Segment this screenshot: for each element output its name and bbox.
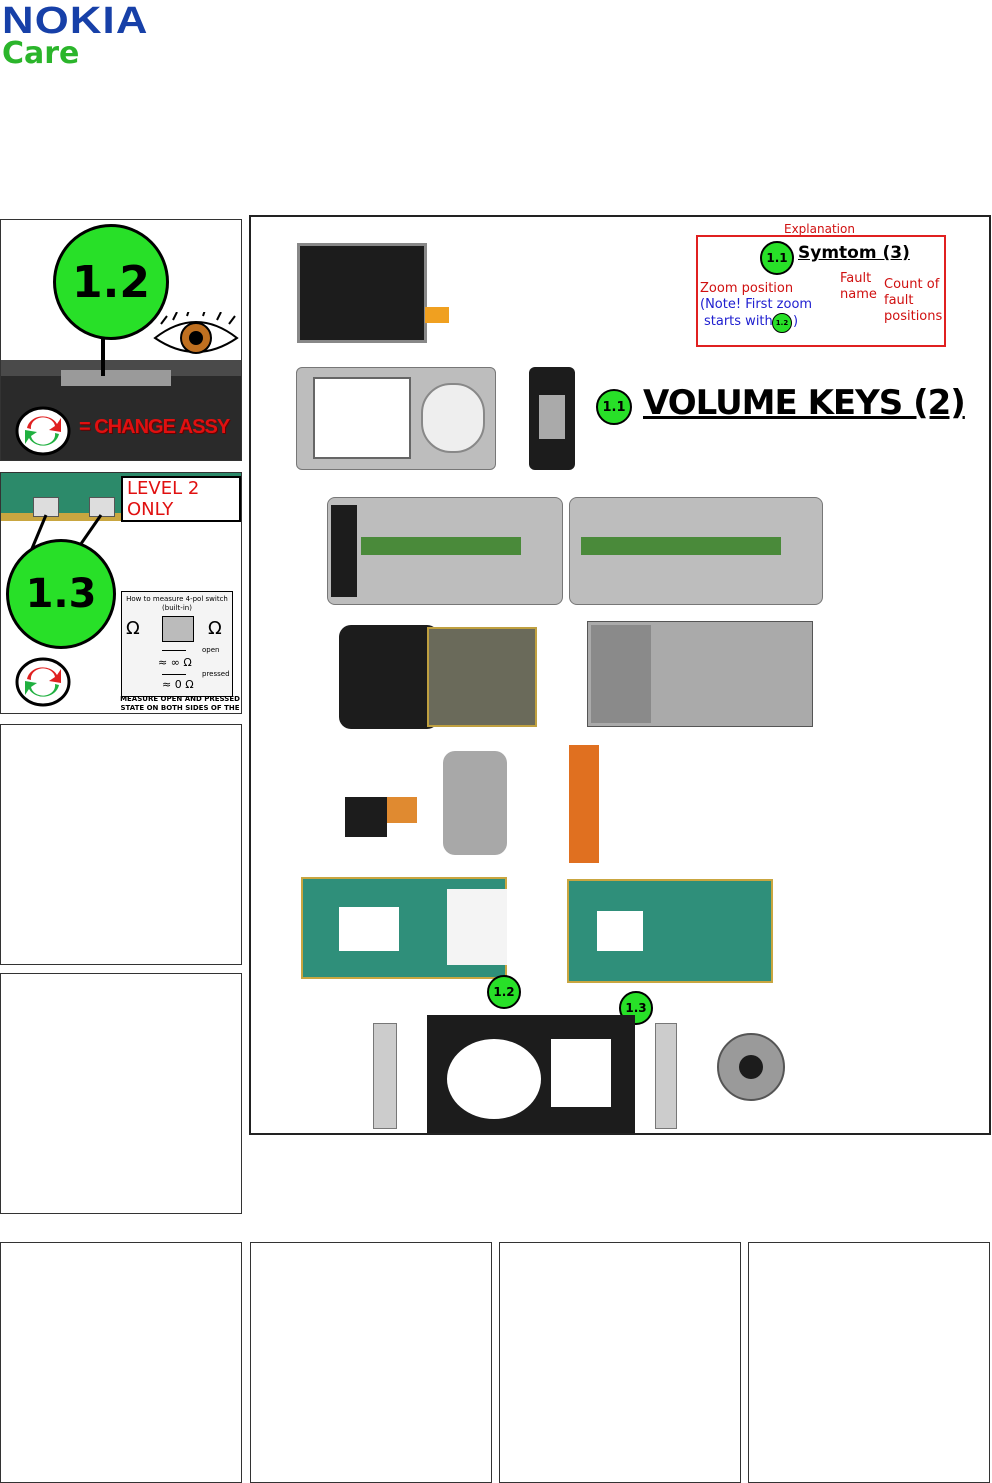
speaker-chassis	[339, 625, 439, 729]
howto-title: How to measure 4-pol switch (built-in)	[126, 595, 228, 612]
legend-badge: 1.1	[760, 241, 794, 275]
legend-box: 1.1 Symtom (3) Zoom position (Note! Firs…	[696, 235, 946, 347]
measure-note: MEASURE OPEN AND PRESSED STATE ON BOTH S…	[120, 695, 240, 712]
zoom-panel-1-2: 1.2 = CHANGE ASSY	[0, 219, 242, 461]
display-flex	[425, 307, 449, 323]
side-rail-left	[373, 1023, 397, 1129]
middle-frame-cutout	[551, 1039, 611, 1107]
pressed-label: pressed	[202, 670, 230, 678]
rear-cover-grey	[591, 625, 651, 723]
legend-positions: positions	[884, 309, 943, 324]
legend-note: (Note! First zoom	[700, 297, 813, 312]
marker-1-2: 1.2	[487, 975, 521, 1009]
pcb-front-cutout	[339, 907, 399, 951]
camera-flex	[387, 797, 417, 823]
front-cover-window	[313, 377, 411, 459]
change-assy-icon	[15, 406, 71, 456]
volume-key-button	[539, 395, 565, 439]
legend-small-badge: 1.2	[772, 313, 792, 333]
side-flex	[569, 745, 599, 863]
empty-zoom-panel-4	[0, 973, 242, 1214]
zoom-panel-1-3: LEVEL 2 ONLY 1.3 How to measure 4-pol sw…	[0, 472, 242, 714]
camera-module	[345, 797, 387, 837]
ohm-left: Ω	[126, 618, 140, 639]
side-rail-right	[655, 1023, 677, 1129]
title-badge: 1.1	[596, 389, 632, 425]
empty-zoom-panel-3	[0, 724, 242, 965]
display-module	[297, 243, 427, 343]
legend-fault: Fault	[840, 271, 872, 286]
switch-right	[89, 497, 115, 517]
open-symbol	[162, 650, 186, 651]
empty-panel-bottom-1	[0, 1242, 242, 1483]
empty-panel-bottom-4	[748, 1242, 990, 1483]
open-label: open	[202, 646, 220, 654]
legend-fault2: fault	[884, 293, 914, 308]
front-cover-keypad-hole	[421, 383, 485, 453]
ohm-right: Ω	[208, 618, 222, 639]
pressed-value: ≈ 0 Ω	[162, 678, 194, 691]
pressed-symbol	[162, 674, 186, 675]
flex-strip-back	[581, 537, 781, 555]
middle-frame-camera-hole	[447, 1039, 541, 1119]
open-value: ≈ ∞ Ω	[158, 656, 192, 669]
exploded-view-panel: Explanation 1.1 Symtom (3) Zoom position…	[249, 215, 991, 1135]
keypad-mat	[443, 751, 507, 855]
legend-zoom-position: Zoom position	[700, 281, 794, 296]
change-assy-label: = CHANGE ASSY	[79, 416, 230, 438]
zoom-badge-1-2: 1.2	[53, 224, 169, 340]
empty-panel-bottom-3	[499, 1242, 741, 1483]
howto-box: How to measure 4-pol switch (built-in) Ω…	[121, 591, 233, 697]
switch-diagram	[162, 616, 194, 642]
zoom-badge-1-3: 1.3	[6, 539, 116, 649]
eye-icon	[153, 312, 239, 354]
sim-chassis	[427, 627, 537, 727]
main-title: VOLUME KEYS (2)	[643, 383, 966, 423]
legend-symptom: Symtom (3)	[798, 243, 910, 263]
care-logo: Care	[2, 36, 80, 71]
pcb-front-shield	[447, 889, 507, 965]
zoom-leader-line	[101, 332, 105, 376]
legend-starts-with: starts with	[704, 314, 773, 329]
frame-slot	[61, 370, 171, 386]
flex-strip-front	[361, 537, 521, 555]
level-2-label: LEVEL 2 ONLY	[121, 476, 241, 522]
legend-title: Explanation	[784, 222, 855, 236]
pcb-back-cutout	[597, 911, 643, 951]
legend-name: name	[840, 287, 877, 302]
media-keys	[331, 505, 357, 597]
legend-count-of: Count of	[884, 277, 940, 292]
nokia-logo: NOKIA	[2, 0, 149, 42]
legend-paren: )	[793, 314, 799, 329]
change-assy-icon	[15, 657, 71, 707]
empty-panel-bottom-2	[250, 1242, 492, 1483]
camera-cover-lens	[739, 1055, 763, 1079]
